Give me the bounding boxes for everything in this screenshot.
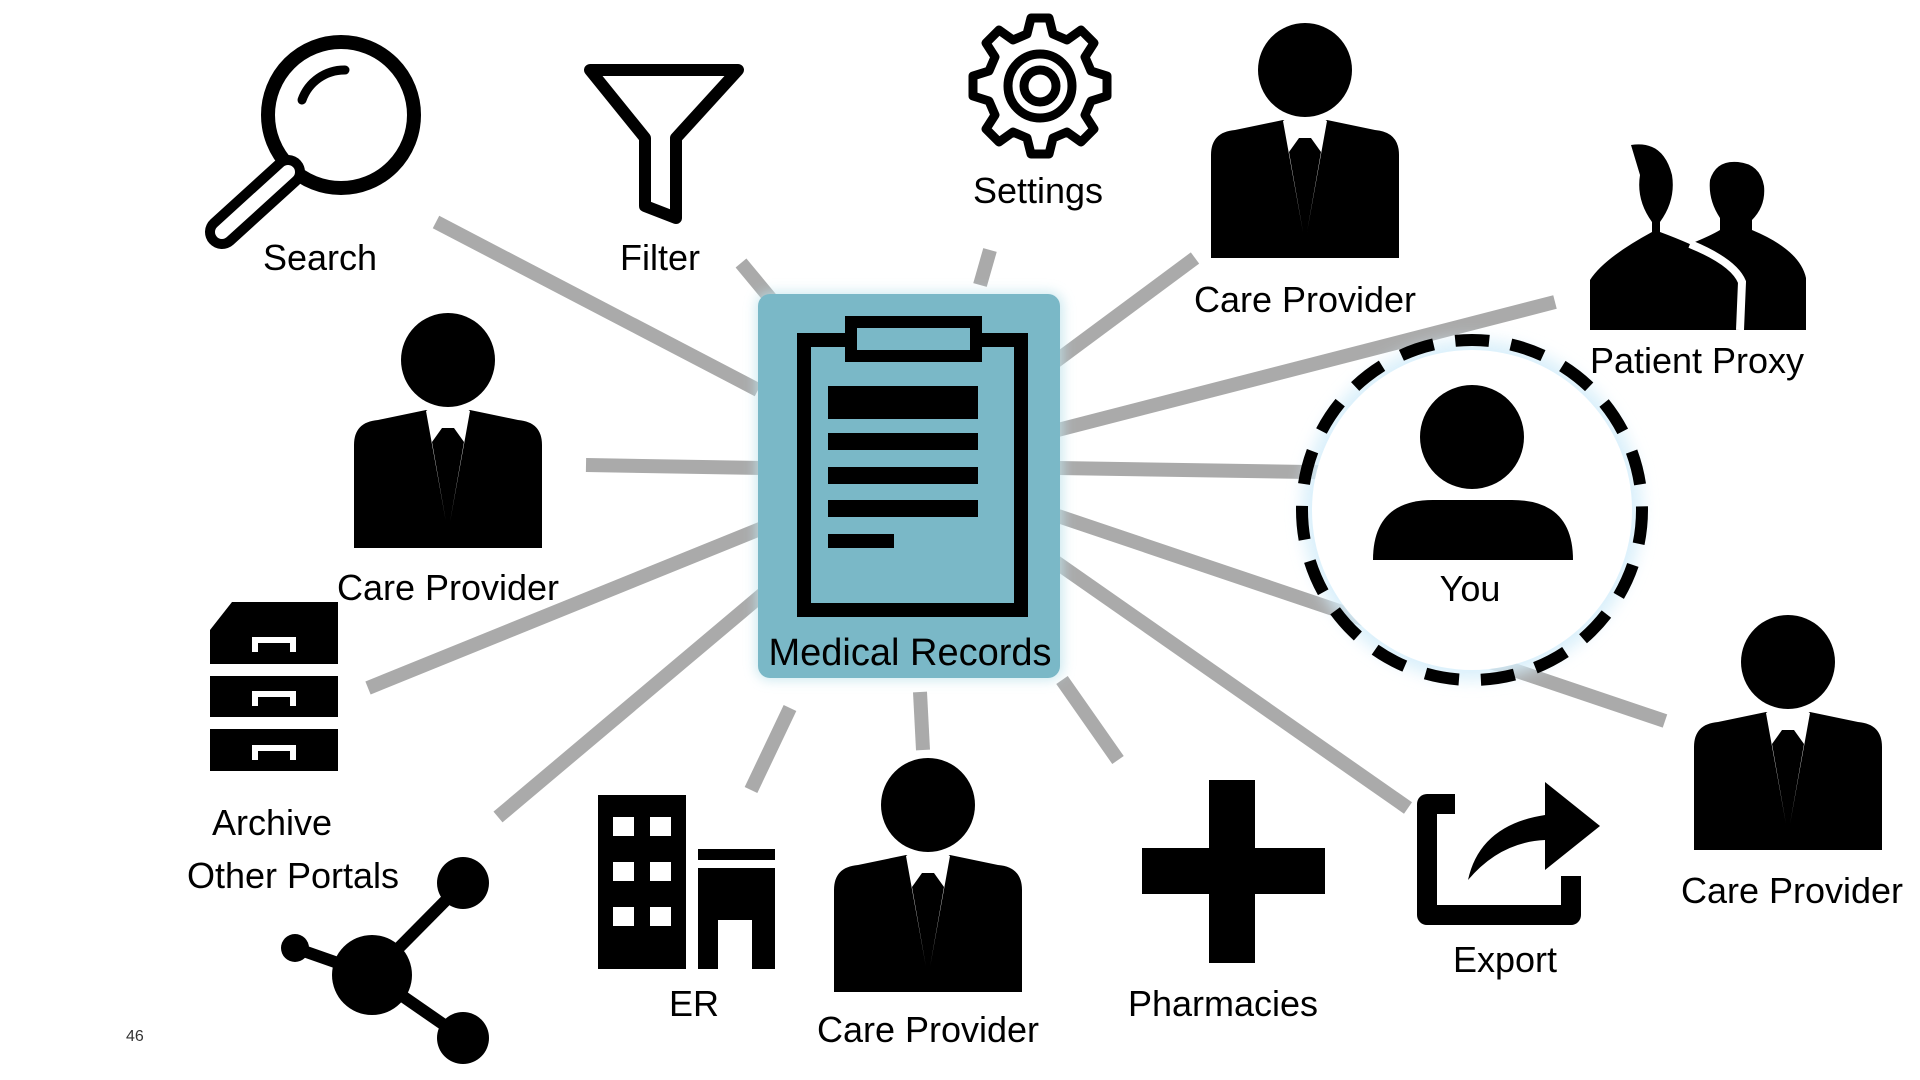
- connector-search: [432, 215, 762, 397]
- node-label-settings: Settings: [972, 170, 1104, 211]
- plus-cross-icon: [1142, 780, 1325, 963]
- node-label-archive: Archive: [211, 802, 333, 843]
- funnel-icon: [584, 64, 744, 224]
- connector-pharmacies: [1056, 675, 1124, 765]
- node-label-care-provider-top: Care Provider: [1193, 279, 1417, 320]
- file-cabinet-icon: [210, 602, 338, 771]
- page-number: 46: [126, 1028, 144, 1045]
- person-suit-icon: [354, 313, 542, 548]
- connector-patient-proxy: [1048, 295, 1557, 439]
- clipboard-icon: [797, 316, 1028, 617]
- node-label-er: ER: [668, 983, 720, 1024]
- export-arrow-icon: [1417, 782, 1600, 925]
- two-people-icon: [1590, 144, 1806, 331]
- person-suit-icon: [834, 758, 1022, 992]
- node-label-patient-proxy: Patient Proxy: [1589, 340, 1805, 381]
- person-suit-icon: [1694, 615, 1882, 850]
- connector-other-portals: [493, 582, 775, 823]
- connector-care-provider-bottom: [913, 691, 930, 751]
- node-label-care-provider-bottom: Care Provider: [816, 1009, 1040, 1050]
- connector-care-provider-left: [585, 458, 766, 475]
- hospital-building-icon: [598, 795, 775, 969]
- connector-export: [1045, 552, 1413, 814]
- connector-er: [744, 704, 797, 794]
- share-nodes-icon: [281, 857, 489, 1064]
- hub-label: Medical Records: [768, 632, 1052, 674]
- magnifier-icon: [205, 35, 421, 249]
- connector-settings: [973, 248, 997, 287]
- node-label-pharmacies: Pharmacies: [1127, 983, 1319, 1024]
- node-label-export: Export: [1452, 939, 1558, 980]
- node-label-care-provider-right: Care Provider: [1680, 870, 1904, 911]
- connector-care-provider-top: [1047, 252, 1200, 370]
- hub-medical-records[interactable]: [756, 292, 1063, 680]
- gear-icon: [968, 13, 1112, 159]
- node-label-search: Search: [262, 237, 378, 278]
- person-suit-icon: [1211, 23, 1399, 258]
- user-icon: [1373, 385, 1573, 560]
- node-label-you: You: [1439, 568, 1501, 609]
- node-label-care-provider-left: Care Provider: [336, 567, 560, 608]
- you-node[interactable]: [1296, 334, 1648, 686]
- connector-archive: [365, 520, 768, 695]
- node-label-filter: Filter: [620, 237, 700, 278]
- node-label-other-portals: Other Portals: [186, 855, 400, 896]
